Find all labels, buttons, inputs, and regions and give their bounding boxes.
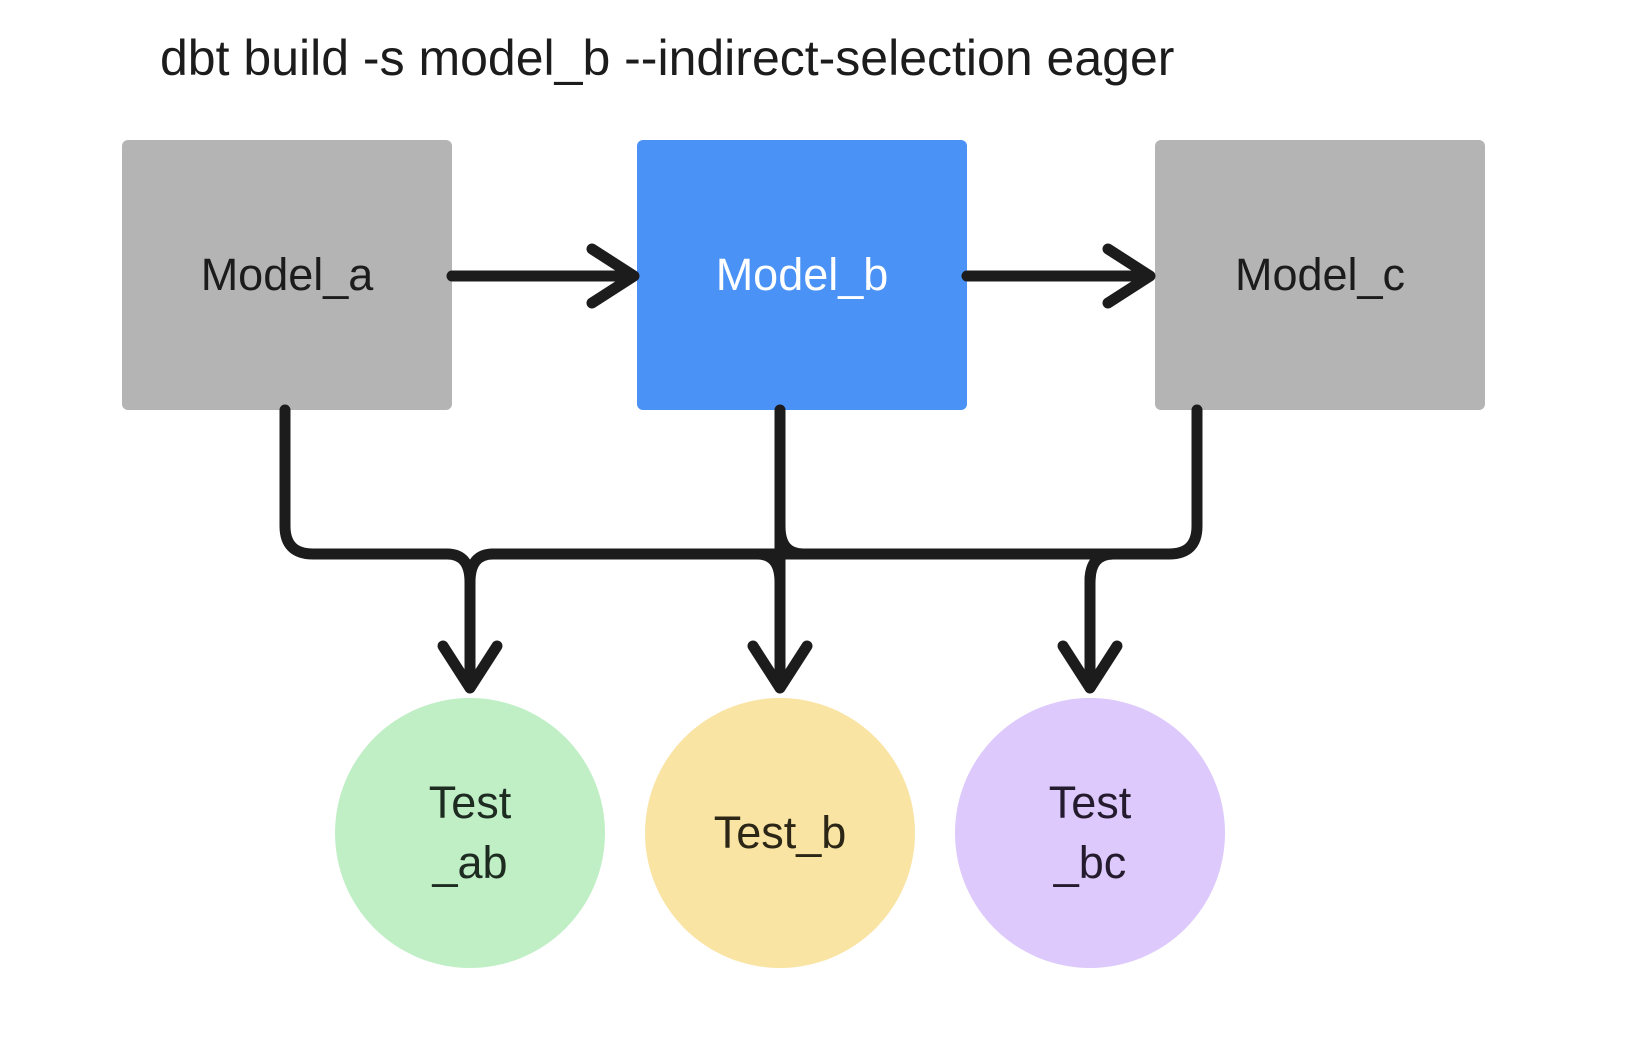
junction-fillet-model_b (751, 548, 786, 588)
test-node-test_bc[interactable] (955, 698, 1225, 968)
arrowhead-model_b-to-model_c (1102, 243, 1156, 309)
arrowhead-to-test_bc (1057, 640, 1123, 694)
test-node-test_b[interactable] (645, 698, 915, 968)
edges-group (279, 243, 1203, 694)
model-nodes (122, 140, 1485, 410)
test-nodes (335, 698, 1225, 968)
edge-model_a-to-bus (279, 404, 453, 560)
arrowhead-to-test_b (747, 640, 813, 694)
test-node-test_ab[interactable] (335, 698, 605, 968)
model-node-model_a[interactable] (122, 140, 452, 410)
model-node-model_c[interactable] (1155, 140, 1485, 410)
junction-fillet-test_bc (1084, 548, 1119, 588)
junction-fillet-test_ab (464, 548, 499, 588)
page-title: dbt build -s model_b --indirect-selectio… (160, 30, 1175, 86)
arrowhead-model_a-to-model_b (586, 243, 640, 309)
edge-model_c-to-bus (1163, 404, 1203, 560)
junction-fillet-model_b-up (774, 520, 809, 560)
model-node-model_b[interactable] (637, 140, 967, 410)
arrowhead-to-test_ab (437, 640, 503, 694)
